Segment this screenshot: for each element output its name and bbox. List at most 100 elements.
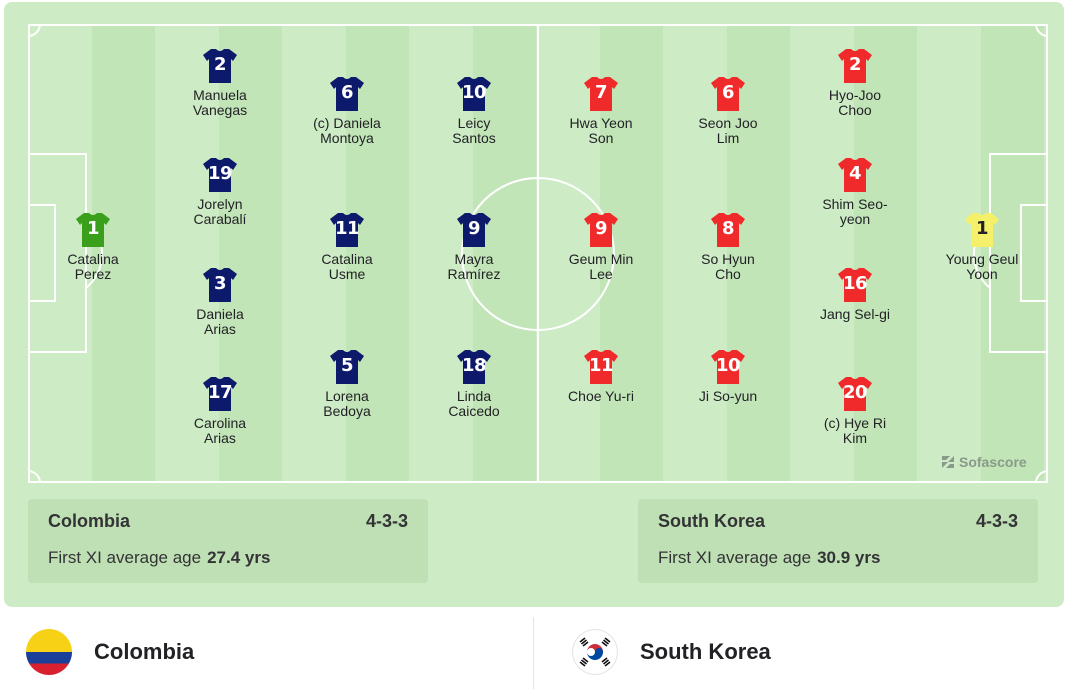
jersey-icon: 19 [201,155,239,193]
team-tabs: Colombia South Korea [0,607,1067,689]
player-name: Linda Caicedo [448,388,500,419]
player-name: Ji So-yun [698,388,758,404]
jersey-icon: 1 [74,210,112,248]
home-team-info: Colombia 4-3-3 First XI average age 27.4 … [28,499,428,583]
player-name: Mayra Ramírez [447,251,501,282]
player-away-1[interactable]: 1 Young Geul Yoon [922,210,1042,282]
player-name: Shim Seo- yeon [822,196,888,227]
formation: 4-3-3 [365,511,408,531]
jersey-number: 18 [461,355,487,376]
player-name: Young Geul Yoon [945,251,1019,282]
jersey-icon: 6 [709,74,747,112]
jersey-icon: 9 [455,210,493,248]
player-away-8[interactable]: 8 So Hyun Cho [668,210,788,282]
player-home-5[interactable]: 5 Lorena Bedoya [287,347,407,419]
jersey-number: 1 [86,218,100,239]
player-away-20[interactable]: 20 (c) Hye Ri Kim [795,374,915,446]
south-korea-flag-icon [572,629,618,675]
player-home-1[interactable]: 1 Catalina Perez [33,210,153,282]
player-away-11[interactable]: 11 Choe Yu-ri [541,347,661,404]
pitch-markings [28,24,1048,483]
player-name: Hwa Yeon Son [569,115,633,146]
player-away-6[interactable]: 6 Seon Joo Lim [668,74,788,146]
player-name: (c) Hye Ri Kim [823,415,887,446]
player-home-10[interactable]: 10 Leicy Santos [414,74,534,146]
player-home-3[interactable]: 3 Daniela Arias [160,265,280,337]
jersey-number: 10 [461,82,487,103]
team-tab-away[interactable]: South Korea [572,629,771,675]
player-name: Catalina Perez [67,251,119,282]
player-name: Hyo-Joo Choo [828,87,882,118]
player-name: Seon Joo Lim [698,115,758,146]
jersey-number: 20 [842,382,868,403]
jersey-icon: 2 [836,46,874,84]
player-away-9[interactable]: 9 Geum Min Lee [541,210,661,282]
sofascore-watermark: Sofascore [941,454,1027,470]
team-name: Colombia [48,511,131,531]
jersey-icon: 6 [328,74,366,112]
team-tab-label: South Korea [640,639,771,664]
player-away-2[interactable]: 2 Hyo-Joo Choo [795,46,915,118]
player-name: Geum Min Lee [568,251,634,282]
jersey-number: 2 [848,54,862,75]
player-home-19[interactable]: 19 Jorelyn Carabalí [160,155,280,227]
average-age-label: First XI average age [658,548,812,567]
average-age-value: 27.4 yrs [207,548,271,567]
jersey-icon: 20 [836,374,874,412]
jersey-icon: 4 [836,155,874,193]
player-home-17[interactable]: 17 Carolina Arias [160,374,280,446]
jersey-number: 9 [594,218,608,239]
average-age-row: First XI average age 30.9 yrs [658,548,880,568]
jersey-icon: 3 [201,265,239,303]
watermark-text: Sofascore [959,454,1027,470]
jersey-icon: 5 [328,347,366,385]
jersey-icon: 11 [328,210,366,248]
player-away-16[interactable]: 16 Jang Sel-gi [795,265,915,322]
sofascore-logo-icon [942,456,954,468]
pitch: 1 Catalina Perez 2 Manuela Vanegas 19 Jo… [28,24,1048,483]
jersey-number: 11 [588,355,614,376]
player-home-6[interactable]: 6 (c) Daniela Montoya [287,74,407,146]
jersey-number: 2 [213,54,227,75]
player-name: Choe Yu-ri [568,388,634,404]
jersey-icon: 17 [201,374,239,412]
average-age-label: First XI average age [48,548,202,567]
jersey-icon: 10 [709,347,747,385]
average-age-value: 30.9 yrs [817,548,881,567]
lineup-card: 1 Catalina Perez 2 Manuela Vanegas 19 Jo… [4,2,1064,607]
jersey-icon: 2 [201,46,239,84]
player-away-4[interactable]: 4 Shim Seo- yeon [795,155,915,227]
formation: 4-3-3 [975,511,1018,531]
divider [533,617,534,689]
team-name: South Korea [658,511,766,531]
jersey-icon: 8 [709,210,747,248]
jersey-icon: 7 [582,74,620,112]
jersey-icon: 9 [582,210,620,248]
jersey-number: 1 [975,218,989,239]
team-tab-label: Colombia [94,639,195,664]
player-home-18[interactable]: 18 Linda Caicedo [414,347,534,419]
player-name: Daniela Arias [196,306,244,337]
player-home-2[interactable]: 2 Manuela Vanegas [160,46,280,118]
player-name: (c) Daniela Montoya [313,115,381,146]
jersey-number: 6 [340,82,354,103]
player-away-7[interactable]: 7 Hwa Yeon Son [541,74,661,146]
player-name: Carolina Arias [193,415,247,446]
player-name: Lorena Bedoya [323,388,371,419]
player-away-10[interactable]: 10 Ji So-yun [668,347,788,404]
jersey-icon: 1 [963,210,1001,248]
player-home-9[interactable]: 9 Mayra Ramírez [414,210,534,282]
team-tab-home[interactable]: Colombia [26,629,194,675]
player-name: Manuela Vanegas [192,87,248,118]
jersey-number: 7 [594,82,608,103]
jersey-icon: 18 [455,347,493,385]
player-name: Jang Sel-gi [819,306,891,322]
jersey-number: 17 [207,382,233,403]
colombia-flag-icon [26,629,72,675]
jersey-number: 4 [848,163,862,184]
jersey-number: 5 [340,355,354,376]
jersey-number: 11 [334,218,360,239]
average-age-row: First XI average age 27.4 yrs [48,548,270,568]
player-home-11[interactable]: 11 Catalina Usme [287,210,407,282]
jersey-icon: 11 [582,347,620,385]
